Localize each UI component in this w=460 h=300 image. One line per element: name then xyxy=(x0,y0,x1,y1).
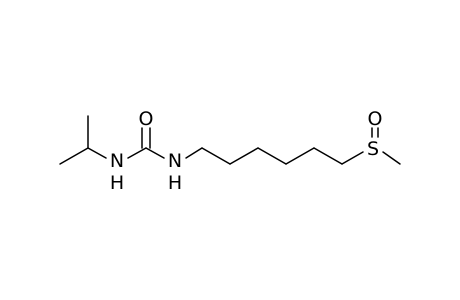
bond-chain-5 xyxy=(313,147,343,165)
oxygen-sulfoxide-label: O xyxy=(368,108,383,130)
bond-nh-to-chain xyxy=(185,147,203,159)
bond-chain-to-sulfur xyxy=(341,151,364,165)
atom-labels: O N H N H O S xyxy=(110,108,383,194)
bond-carbonyl-to-nh xyxy=(145,147,165,159)
sulfur-label: S xyxy=(367,138,379,160)
bond-chain-4 xyxy=(285,147,315,165)
nitrogen-isopropyl-label: N xyxy=(110,150,124,172)
oxygen-carbonyl-label: O xyxy=(139,108,154,130)
bond-ch-to-nh xyxy=(87,147,107,159)
bond-chain-1 xyxy=(201,147,231,165)
bond-nh-to-carbonyl xyxy=(127,147,147,159)
hydrogen-isopropyl-label: H xyxy=(110,172,124,194)
bond-chain-3 xyxy=(257,147,287,165)
bond-chain-2 xyxy=(229,147,259,165)
hydrogen-hexyl-label: H xyxy=(168,172,182,194)
bond-sulfur-to-methyl xyxy=(382,151,401,165)
bond-ch-to-methyl-left xyxy=(59,147,89,165)
bonds xyxy=(59,115,401,165)
nitrogen-hexyl-label: N xyxy=(168,150,182,172)
